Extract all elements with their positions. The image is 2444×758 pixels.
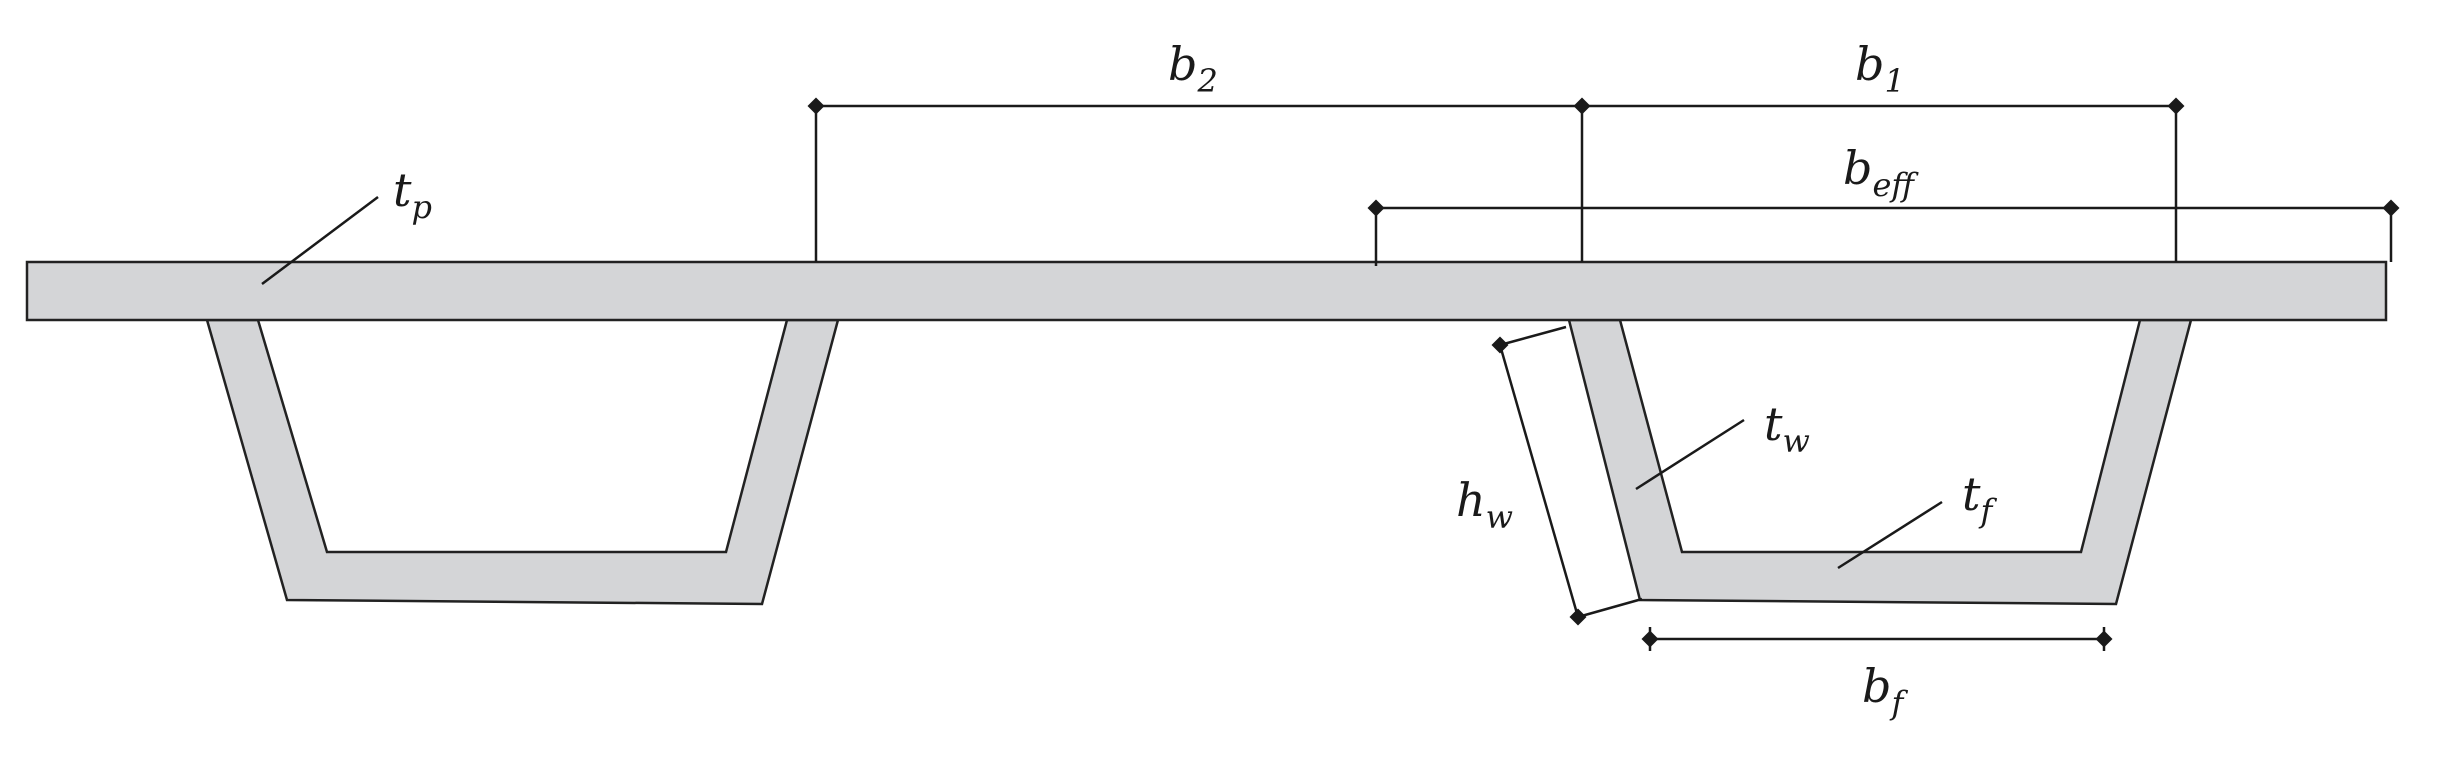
label-b1: b1 (1855, 37, 1905, 100)
label-b2: b2 (1168, 37, 1218, 100)
label-tf: tf (1962, 467, 1998, 530)
dimension-bf (1641, 627, 2113, 651)
label-tw: tw (1764, 397, 1810, 460)
label-bf: bf (1862, 659, 1908, 722)
dimension-beff (1367, 199, 2400, 266)
leader-tf (1837, 500, 1943, 570)
label-beff: beff (1843, 141, 1919, 204)
left-trapezoidal-stiffener (205, 318, 840, 606)
leader-tw (1635, 418, 1745, 491)
dimension-hw (1491, 325, 1643, 626)
deck-plate (25, 260, 2388, 322)
leader-tp (261, 196, 379, 285)
right-trapezoidal-stiffener (1567, 318, 2193, 606)
dimension-b2 (807, 97, 1582, 262)
label-hw: hw (1456, 473, 1513, 536)
label-tp: tp (393, 163, 432, 226)
